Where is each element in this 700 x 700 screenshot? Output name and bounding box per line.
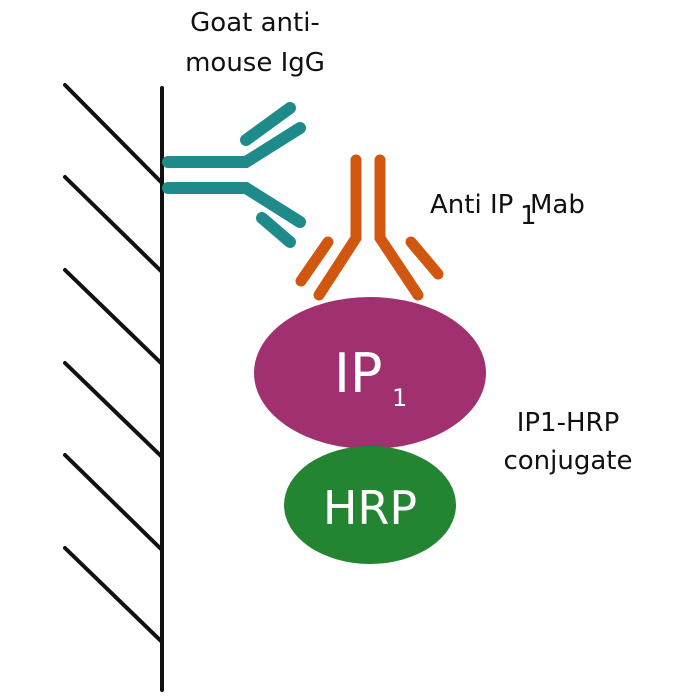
ip1-label-main: IP — [334, 342, 383, 405]
conjugate-label-line1: IP1-HRP — [517, 408, 620, 438]
surface-hatch-line — [63, 268, 164, 366]
conjugate-label-line2: conjugate — [503, 446, 632, 476]
goat-igg-label-line2: mouse IgG — [185, 48, 325, 78]
anti-ip1-label-suffix: Mab — [530, 190, 585, 220]
surface-hatch-line — [63, 175, 164, 274]
anti-ip1-right-light-chain — [405, 236, 444, 280]
goat-anti-mouse-igg — [162, 102, 306, 248]
surface-hatch-line — [63, 361, 164, 459]
anti-ip1-mab-label: Anti IP — [430, 190, 513, 220]
ip1-label-subscript: 1 — [392, 384, 407, 412]
hrp-enzyme — [284, 446, 456, 564]
anti-ip1-left-heavy-chain — [313, 154, 362, 301]
hrp-label: HRP — [323, 481, 417, 535]
goat-igg-upper-heavy-chain — [162, 122, 306, 168]
goat-igg-label-line1: Goat anti- — [190, 8, 320, 38]
anti-ip1-label-prefix: Anti IP — [430, 190, 513, 220]
goat-igg-lower-heavy-chain — [162, 182, 306, 228]
solid-surface — [63, 83, 164, 692]
ip1-molecule — [254, 297, 486, 449]
anti-ip1-mab — [295, 154, 444, 301]
surface-hatch-line — [63, 83, 164, 185]
anti-ip1-left-light-chain — [295, 236, 334, 287]
ip1-label: IP — [334, 342, 383, 405]
goat-igg-upper-light-chain — [240, 102, 296, 146]
anti-ip1-right-heavy-chain — [374, 154, 424, 301]
surface-hatch-line — [63, 546, 164, 644]
goat-igg-lower-light-chain — [256, 212, 296, 248]
surface-hatch-line — [63, 453, 164, 552]
anti-ip1-label-subscript: 1 — [520, 201, 537, 231]
